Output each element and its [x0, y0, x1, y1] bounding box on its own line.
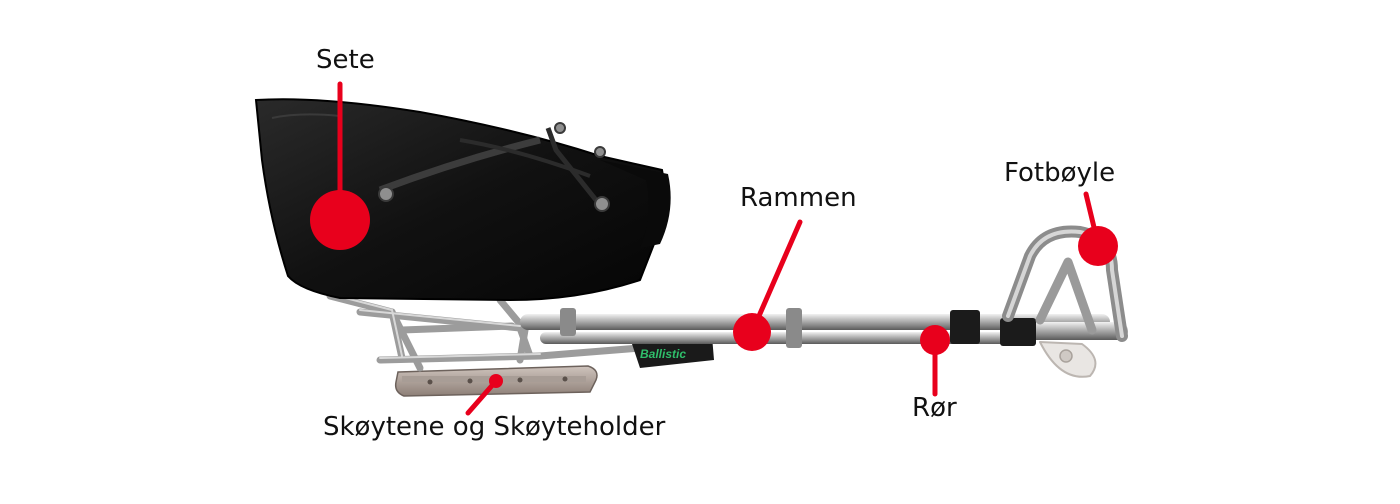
- main-frame-tubes: [520, 308, 1128, 348]
- label-ror: Rør: [912, 393, 957, 423]
- callout-line-rammen: [749, 219, 803, 335]
- callout-dot-rammen: [733, 313, 771, 351]
- callout-dot-fotboyle: [1078, 226, 1118, 266]
- svg-text:Ballistic: Ballistic: [640, 347, 686, 361]
- label-rammen: Rammen: [740, 183, 857, 213]
- label-fotboyle: Fotbøyle: [1004, 158, 1116, 188]
- callout-dot-skoyter: [489, 374, 503, 388]
- label-sete: Sete: [316, 45, 375, 75]
- callout-dot-ror: [920, 325, 950, 355]
- seat-bucket: [254, 98, 671, 302]
- seat-frame-highlight: [329, 293, 541, 359]
- callout-dots: [310, 190, 1118, 388]
- label-skoytene-og-skoyteholder: Skøytene og Skøyteholder: [323, 412, 666, 442]
- callout-dot-sete: [310, 190, 370, 250]
- callout-line-skoyter: [465, 378, 499, 416]
